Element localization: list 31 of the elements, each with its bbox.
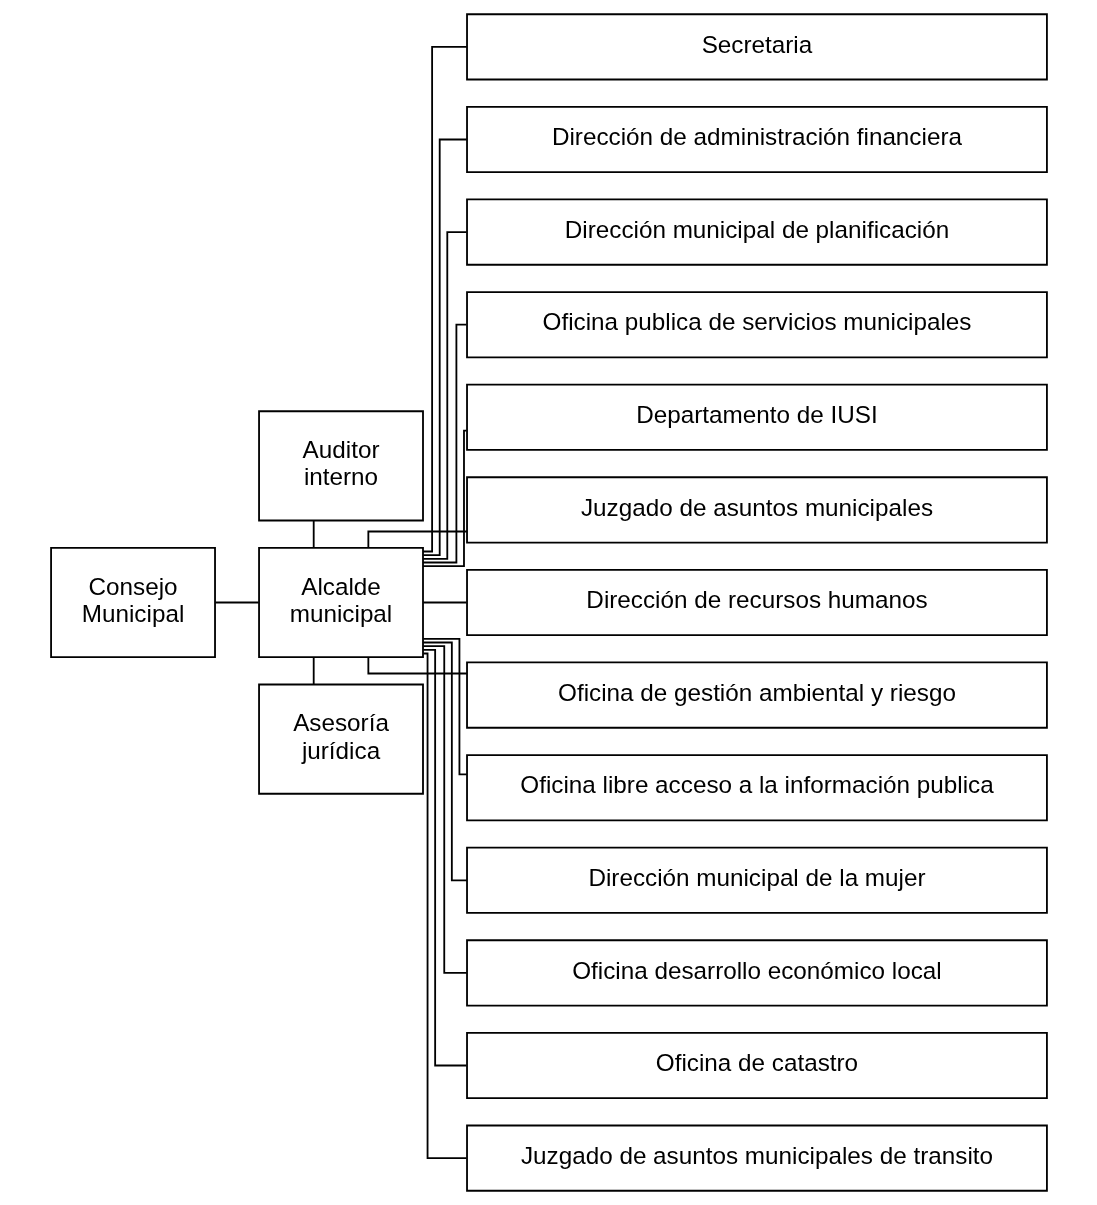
connector (421, 601, 468, 604)
node-box: Alcalde municipal (257, 546, 424, 659)
node-box: Dirección de administración financiera (465, 105, 1048, 174)
node-box: Dirección de recursos humanos (465, 568, 1048, 637)
node-box: Juzgado de asuntos municipales (465, 476, 1048, 544)
node-box: Secretaria (465, 13, 1048, 81)
connector (421, 231, 468, 560)
connector (312, 656, 315, 686)
connector (421, 637, 468, 776)
node-box: Oficina libre acceso a la información publica (465, 754, 1048, 822)
connector (421, 46, 468, 553)
node-box: Oficina publica de servicios municipales (465, 291, 1048, 359)
connector (421, 645, 468, 974)
node-box: Consejo Municipal (49, 546, 216, 659)
connector (421, 648, 467, 1067)
node-box: Juzgado de asuntos municipales de transito (465, 1124, 1048, 1192)
connector (422, 138, 468, 557)
node-box: Asesoría jurídica (257, 683, 424, 795)
connector (421, 429, 467, 568)
node-box: Dirección municipal de la mujer (465, 846, 1048, 914)
connector (421, 323, 467, 564)
node-box: Oficina de catastro (465, 1031, 1048, 1100)
node-box: Oficina desarrollo económico local (465, 939, 1048, 1007)
node-box: Auditor interno (257, 410, 424, 522)
node-box: Departamento de IUSI (465, 383, 1048, 451)
connector (213, 601, 260, 604)
node-box: Dirección municipal de planificación (465, 198, 1048, 266)
connector (421, 652, 468, 1159)
connector (312, 519, 315, 549)
connector (421, 641, 468, 882)
node-box: Oficina de gestión ambiental y riesgo (465, 661, 1048, 729)
